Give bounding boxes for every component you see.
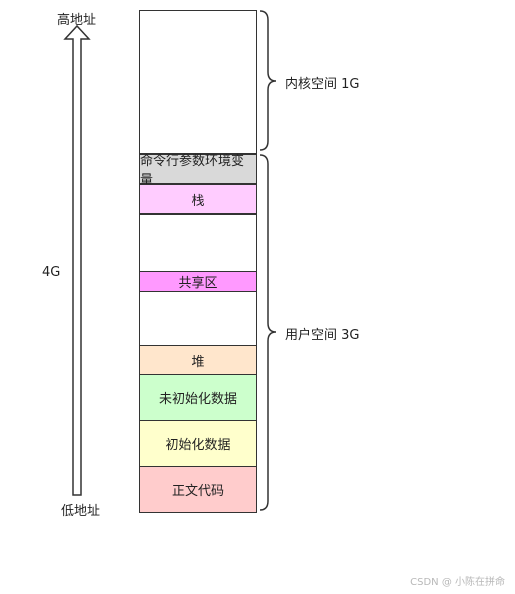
stack-label: 栈 [191, 193, 205, 209]
shared-label: 共享区 [178, 276, 218, 291]
kernel-brace [259, 10, 277, 151]
kernel-space-label: 内核空间 1G [285, 77, 360, 92]
bss-segment: 未初始化数据 [139, 374, 257, 421]
data-label: 初始化数据 [165, 438, 231, 453]
low-address-label: 低地址 [61, 504, 101, 519]
watermark: CSDN @ 小陈在拼命 [410, 577, 505, 588]
high-address-label: 高地址 [57, 13, 97, 28]
user-brace [259, 154, 277, 511]
stack-segment: 栈 [139, 184, 257, 214]
text-label: 正文代码 [171, 484, 224, 499]
heap-label: 堆 [191, 354, 205, 370]
text-segment: 正文代码 [139, 466, 257, 513]
user-space-label: 用户空间 3G [285, 328, 360, 343]
gap-shared-heap [139, 291, 257, 346]
gap-stack-shared [139, 214, 257, 272]
address-axis-arrow [63, 24, 91, 496]
shared-segment: 共享区 [139, 271, 257, 292]
address-size-label: 4G [42, 265, 61, 280]
kernel-space-block [139, 10, 257, 154]
data-segment: 初始化数据 [139, 420, 257, 467]
heap-segment: 堆 [139, 345, 257, 375]
bss-label: 未初始化数据 [158, 392, 237, 407]
args-env-segment: 命令行参数环境变量 [139, 154, 257, 188]
args-env-label: 命令行参数环境变量 [140, 154, 245, 188]
